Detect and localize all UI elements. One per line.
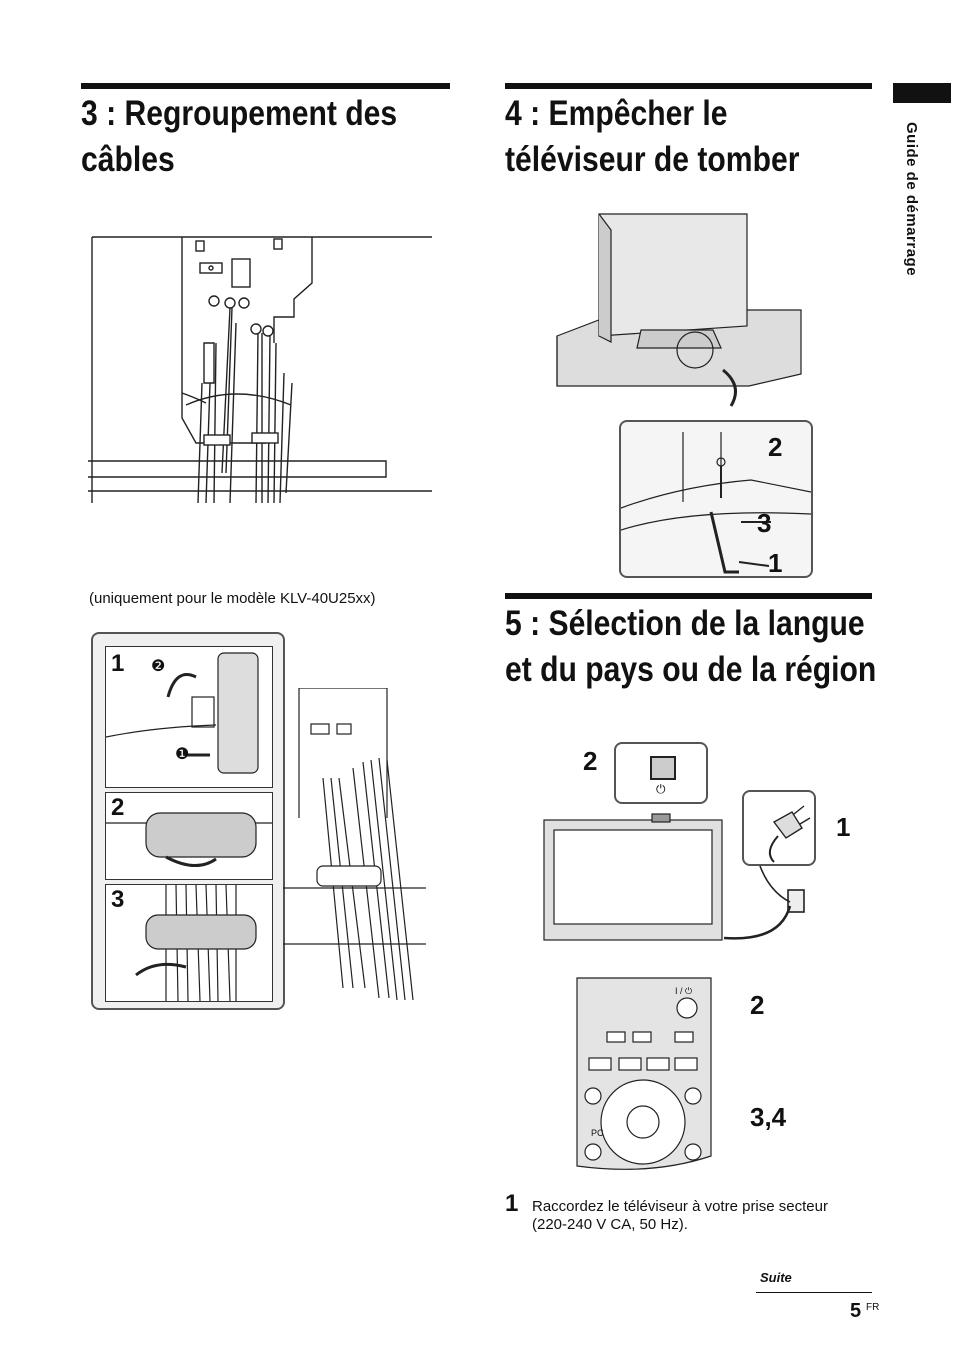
section-3-title-line1: 3 : Regroupement des	[81, 94, 398, 133]
section-5-rule	[505, 593, 872, 599]
power-symbol-icon: ⏻	[656, 782, 666, 796]
remote-callout-2: 2	[750, 990, 765, 1020]
anchor-callout-1: 1	[768, 548, 783, 578]
tv-front-illustration	[543, 813, 723, 941]
section-4-title-line1: 4 : Empêcher le	[505, 94, 728, 133]
remote-callout-3-4: 3,4	[750, 1102, 787, 1132]
anchor-detail-figure	[619, 420, 813, 578]
section-5-title-line2: et du pays ou de la région	[505, 650, 877, 689]
anchor-callout-2: 2	[768, 432, 783, 462]
tv-power-button	[650, 756, 676, 780]
holder-step-1-label: 1	[111, 650, 125, 677]
power-callout-2: 2	[583, 746, 598, 776]
holder-substep-2: ❷	[151, 658, 166, 675]
section-3-rule	[81, 83, 450, 89]
continued-rule	[756, 1292, 872, 1293]
tv-stand-figure	[553, 210, 803, 410]
holder-step-1-panel	[105, 646, 273, 788]
holder-step-2-label: 2	[111, 794, 125, 821]
section-3-title-line2: câbles	[81, 140, 175, 179]
cable-holder-steps-figure: 1 ❷ ❶ 2 3	[91, 632, 285, 1010]
section-5-title-line1: 5 : Sélection de la langue	[505, 604, 865, 643]
model-caption: (uniquement pour le modèle KLV-40U25xx)	[89, 590, 376, 607]
remote-pc-label: PC	[591, 1128, 604, 1138]
holder-step-2-panel	[105, 792, 273, 880]
outlet-icon	[723, 865, 805, 940]
power-cord	[720, 862, 810, 958]
cable-bundling-figure	[86, 233, 436, 513]
section-tab-marker	[893, 83, 951, 103]
remote-illustration	[576, 977, 712, 1170]
page-number: 5	[850, 1300, 862, 1322]
plug-icon	[768, 805, 811, 863]
remote-power-label: I / ⏻	[675, 986, 693, 996]
remote-figure: I / ⏻ PC	[571, 976, 715, 1188]
power-button-detail: ⏻	[614, 742, 708, 804]
step-1-number: 1	[505, 1190, 519, 1217]
page-language-suffix: FR	[866, 1302, 880, 1313]
holder-step-3-label: 3	[111, 886, 125, 913]
anchor-strap-illustration	[621, 432, 811, 574]
holder-step-3-panel	[105, 884, 273, 1002]
tv-back-cables-illustration	[88, 236, 432, 504]
side-label: Guide de démarrage	[903, 122, 920, 277]
tv-front-figure	[542, 812, 724, 944]
power-callout-1: 1	[836, 812, 851, 842]
step-1-text: Raccordez le téléviseur à votre prise se…	[532, 1198, 828, 1233]
holder-substep-1: ❶	[175, 746, 190, 763]
section-4-rule	[505, 83, 872, 89]
section-4-title-line2: téléviseur de tomber	[505, 140, 800, 179]
tv-on-stand-illustration	[556, 213, 802, 407]
anchor-callout-3: 3	[757, 508, 772, 538]
continued-label: Suite	[760, 1270, 792, 1285]
cable-holder-installed-figure	[283, 688, 426, 1006]
plug-detail	[742, 790, 816, 866]
